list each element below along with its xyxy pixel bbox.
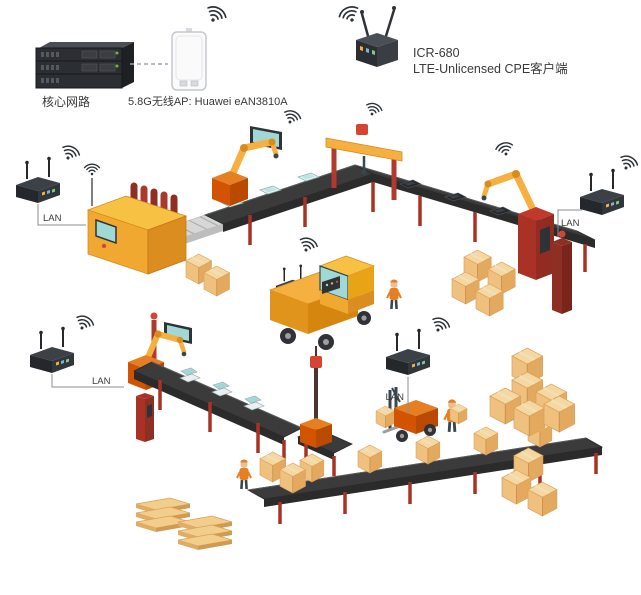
pallet-stack [177, 515, 233, 551]
box-stack-right [488, 346, 576, 438]
cardboard-box [278, 461, 307, 495]
cpe-device-icon [579, 167, 625, 216]
cardboard-box [356, 443, 383, 475]
worker-belt-end [235, 458, 253, 491]
wifi-icon [72, 312, 96, 334]
worker [385, 278, 403, 311]
lan-connector-line [557, 209, 582, 237]
cardboard-box [474, 282, 505, 318]
worker-carrying-box [442, 397, 468, 434]
wifi-icon [363, 100, 384, 119]
lan-label: LAN [43, 213, 62, 224]
cardboard-box [512, 398, 546, 438]
signal-lamp [150, 312, 158, 320]
wifi-icon [58, 142, 82, 164]
cardboard-box [542, 394, 576, 434]
ap-label: 5.8G无线AP: Huawei eAN3810A [128, 96, 288, 108]
signal-tower-center [300, 346, 332, 448]
conveyor-legs [158, 380, 286, 468]
cardboard-box [472, 425, 499, 457]
cpe-unit-top-left: LAN [15, 142, 86, 226]
access-point-icon [171, 2, 229, 91]
robotic-arm-right [481, 140, 554, 280]
lan-label: LAN [561, 218, 580, 229]
monitor-screen [95, 218, 117, 245]
icr-subtitle: LTE-Unlicensed CPE客户端 [413, 62, 568, 76]
conveyor-belt-middle [133, 361, 303, 468]
cpe-unit-mid-left: LAN [29, 312, 124, 388]
signal-lamp [558, 230, 566, 238]
cpe-device-icon [15, 155, 61, 204]
cpe-device-icon [29, 325, 75, 374]
wifi-icon [280, 107, 303, 128]
wifi-icon [83, 163, 101, 176]
signal-lamp [310, 356, 322, 368]
cpe-device-icon [385, 327, 431, 376]
signal-lamp [356, 124, 368, 135]
cardboard-box [449, 403, 468, 425]
wifi-icon [494, 140, 516, 159]
robotic-arm-top-left [212, 107, 303, 206]
wifi-icon [336, 3, 363, 27]
icr680-device-icon [336, 3, 398, 67]
production-machine [83, 163, 188, 275]
cardboard-box [375, 405, 396, 429]
cpe-unit-top-right: LAN [557, 152, 640, 237]
cardboard-box [202, 264, 231, 298]
icr-title: ICR-680 [413, 46, 460, 60]
factory-truck [268, 234, 403, 350]
wifi-icon [296, 234, 320, 256]
wifi-icon [202, 2, 229, 28]
cpe-unit-center: LAN [385, 314, 452, 414]
signal-tower-right [552, 230, 572, 314]
lan-connector-line [51, 374, 124, 388]
control-panel [322, 276, 340, 294]
cardboard-box [450, 270, 481, 306]
control-kiosk [136, 393, 154, 442]
forklift [375, 387, 438, 442]
core-server-icon [35, 42, 134, 89]
control-panel [540, 226, 550, 254]
cardboard-box [526, 480, 559, 518]
lan-label: LAN [92, 376, 111, 387]
lan-label: LAN [386, 392, 405, 403]
gantry-bridge [325, 100, 403, 200]
core-network-label: 核心网路 [42, 95, 91, 109]
lan-connector-line [37, 204, 86, 226]
wifi-icon [428, 314, 452, 336]
wifi-icon [616, 152, 640, 174]
worker [235, 458, 253, 491]
cardboard-box [500, 468, 533, 506]
cardboard-box [414, 434, 441, 466]
